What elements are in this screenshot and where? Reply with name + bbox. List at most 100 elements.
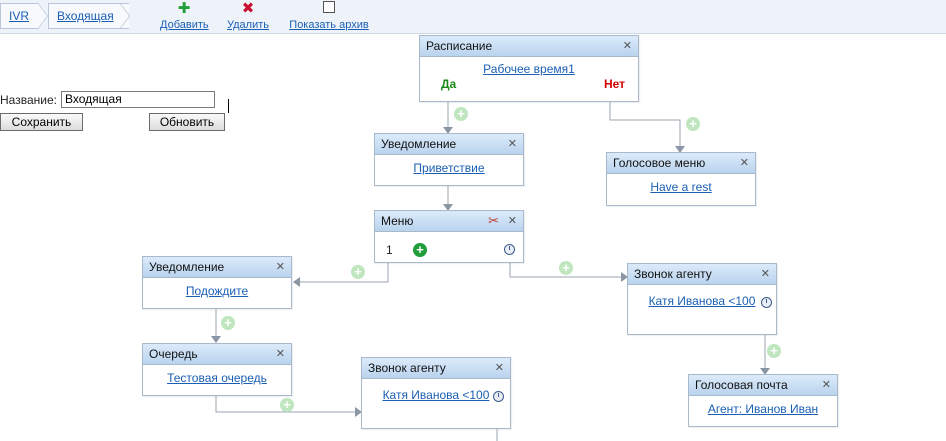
node-voicemail-link[interactable]: Агент: Иванов Иван bbox=[707, 402, 819, 416]
node-voicemail-title: Голосовая почта bbox=[695, 378, 788, 392]
node-voice-menu[interactable]: Голосовое меню ✕ Have a rest bbox=[606, 152, 756, 206]
tools-icon[interactable]: ✂ bbox=[488, 213, 499, 228]
add-link[interactable]: Добавить bbox=[160, 19, 209, 31]
close-icon[interactable]: ✕ bbox=[275, 348, 285, 360]
node-notify-wait-title: Уведомление bbox=[149, 260, 225, 274]
link-schedule-voicemenu bbox=[609, 100, 681, 152]
node-notify-greeting-link[interactable]: Приветствие bbox=[413, 161, 485, 175]
node-notify-wait-header[interactable]: Уведомление ✕ bbox=[143, 257, 291, 278]
link-menu-agent1 bbox=[509, 262, 627, 278]
node-voice-menu-header[interactable]: Голосовое меню ✕ bbox=[607, 153, 755, 174]
breadcrumb-current-link[interactable]: Входящая bbox=[57, 9, 114, 23]
delete-button[interactable]: ✖ Удалить bbox=[226, 1, 270, 32]
node-voice-menu-body: Have a rest bbox=[607, 174, 755, 194]
link-menu-notify2 bbox=[294, 262, 389, 283]
add-key-plus-icon[interactable]: + bbox=[413, 243, 427, 257]
clock-icon[interactable] bbox=[504, 244, 515, 255]
node-agent-call-1-body: Катя Иванова <100 bbox=[628, 285, 776, 311]
text-cursor bbox=[228, 99, 229, 113]
add-branch-plus-icon[interactable]: + bbox=[280, 398, 294, 412]
add-button[interactable]: ✚ Добавить bbox=[160, 0, 209, 32]
node-notify-greeting-body: Приветствие bbox=[375, 155, 523, 175]
add-branch-plus-icon[interactable]: + bbox=[767, 344, 781, 358]
node-agent-call-2-body: Катя Иванова <100 bbox=[362, 379, 510, 405]
archive-toggle[interactable]: Показать архив bbox=[288, 1, 370, 31]
node-schedule-title: Расписание bbox=[426, 39, 493, 53]
node-agent-call-1-header[interactable]: Звонок агенту ✕ bbox=[628, 264, 776, 285]
delete-link[interactable]: Удалить bbox=[227, 19, 269, 31]
node-queue-title: Очередь bbox=[149, 347, 198, 361]
save-button[interactable]: Сохранить bbox=[0, 113, 83, 131]
close-icon[interactable]: ✕ bbox=[760, 268, 770, 280]
clock-icon[interactable] bbox=[761, 297, 772, 308]
node-agent-call-2[interactable]: Звонок агенту ✕ Катя Иванова <100 bbox=[361, 357, 511, 429]
node-voicemail-body: Агент: Иванов Иван bbox=[689, 396, 837, 416]
close-icon[interactable]: ✕ bbox=[507, 138, 517, 150]
node-notify-wait[interactable]: Уведомление ✕ Подождите bbox=[142, 256, 292, 309]
node-notify-wait-link[interactable]: Подождите bbox=[185, 284, 249, 298]
add-branch-plus-icon[interactable]: + bbox=[221, 316, 235, 330]
close-icon[interactable]: ✕ bbox=[821, 379, 831, 391]
node-menu[interactable]: Меню ✂ ✕ 1 + bbox=[374, 210, 524, 263]
node-notify-greeting[interactable]: Уведомление ✕ Приветствие bbox=[374, 133, 524, 186]
node-voicemail-header[interactable]: Голосовая почта ✕ bbox=[689, 375, 837, 396]
node-agent-call-2-link[interactable]: Катя Иванова <100 bbox=[382, 388, 490, 402]
archive-checkbox-wrap bbox=[288, 1, 370, 17]
node-agent-call-1-link[interactable]: Катя Иванова <100 bbox=[648, 294, 756, 308]
menu-key-label: 1 bbox=[386, 243, 393, 257]
breadcrumb-root-link[interactable]: IVR bbox=[9, 9, 30, 23]
add-branch-plus-icon[interactable]: + bbox=[351, 265, 365, 279]
node-schedule-link[interactable]: Рабочее время1 bbox=[483, 62, 575, 76]
node-notify-greeting-header[interactable]: Уведомление ✕ bbox=[375, 134, 523, 155]
node-voice-menu-title: Голосовое меню bbox=[613, 156, 706, 170]
breadcrumb-root[interactable]: IVR bbox=[0, 3, 39, 29]
node-menu-header[interactable]: Меню ✂ ✕ bbox=[375, 211, 523, 232]
close-icon[interactable]: ✕ bbox=[275, 261, 285, 273]
node-queue-body: Тестовая очередь bbox=[143, 365, 291, 385]
node-schedule-body: Рабочее время1 bbox=[420, 57, 638, 76]
breadcrumb-current[interactable]: Входящая bbox=[48, 3, 129, 29]
name-label: Название: bbox=[0, 93, 57, 107]
update-button[interactable]: Обновить bbox=[149, 113, 225, 131]
node-queue-header[interactable]: Очередь ✕ bbox=[143, 344, 291, 365]
add-branch-plus-icon[interactable]: + bbox=[686, 117, 700, 131]
close-icon[interactable]: ✕ bbox=[507, 215, 517, 227]
arrow-head bbox=[211, 336, 221, 343]
node-agent-call-1-title: Звонок агенту bbox=[634, 267, 712, 281]
close-icon[interactable]: ✕ bbox=[494, 362, 504, 374]
arrow-head bbox=[293, 277, 300, 287]
breadcrumb-separator-inner bbox=[38, 4, 47, 28]
breadcrumb-end-inner bbox=[120, 4, 129, 28]
node-schedule-header[interactable]: Расписание ✕ bbox=[420, 36, 638, 57]
arrow-head bbox=[675, 146, 685, 153]
branch-yes-label: Да bbox=[441, 77, 457, 91]
node-queue[interactable]: Очередь ✕ Тестовая очередь bbox=[142, 343, 292, 396]
node-agent-call-1[interactable]: Звонок агенту ✕ Катя Иванова <100 bbox=[627, 263, 777, 335]
node-notify-greeting-title: Уведомление bbox=[381, 137, 457, 151]
arrow-head bbox=[760, 368, 770, 375]
node-agent-call-2-header[interactable]: Звонок агенту ✕ bbox=[362, 358, 510, 379]
node-menu-title: Меню bbox=[381, 214, 414, 228]
archive-link[interactable]: Показать архив bbox=[289, 19, 369, 31]
link-queue-agent2 bbox=[215, 395, 361, 413]
node-voice-menu-link[interactable]: Have a rest bbox=[650, 180, 712, 194]
node-schedule[interactable]: Расписание ✕ Рабочее время1 Да Нет bbox=[419, 35, 639, 102]
node-queue-link[interactable]: Тестовая очередь bbox=[167, 371, 267, 385]
archive-checkbox[interactable] bbox=[323, 1, 335, 13]
plus-icon: ✚ bbox=[177, 0, 191, 17]
close-icon[interactable]: ✕ bbox=[739, 157, 749, 169]
node-notify-wait-body: Подождите bbox=[143, 278, 291, 298]
top-toolbar bbox=[0, 0, 946, 34]
arrow-head bbox=[443, 127, 453, 134]
node-voicemail[interactable]: Голосовая почта ✕ Агент: Иванов Иван bbox=[688, 374, 838, 427]
name-input[interactable] bbox=[61, 91, 215, 108]
arrow-head bbox=[443, 204, 453, 211]
close-icon[interactable]: ✕ bbox=[622, 40, 632, 52]
add-branch-plus-icon[interactable]: + bbox=[454, 107, 468, 121]
branch-no-label: Нет bbox=[604, 77, 626, 91]
clock-icon[interactable] bbox=[493, 391, 504, 402]
add-branch-plus-icon[interactable]: + bbox=[559, 261, 573, 275]
arrow-head bbox=[355, 407, 362, 417]
arrow-head bbox=[621, 272, 628, 282]
